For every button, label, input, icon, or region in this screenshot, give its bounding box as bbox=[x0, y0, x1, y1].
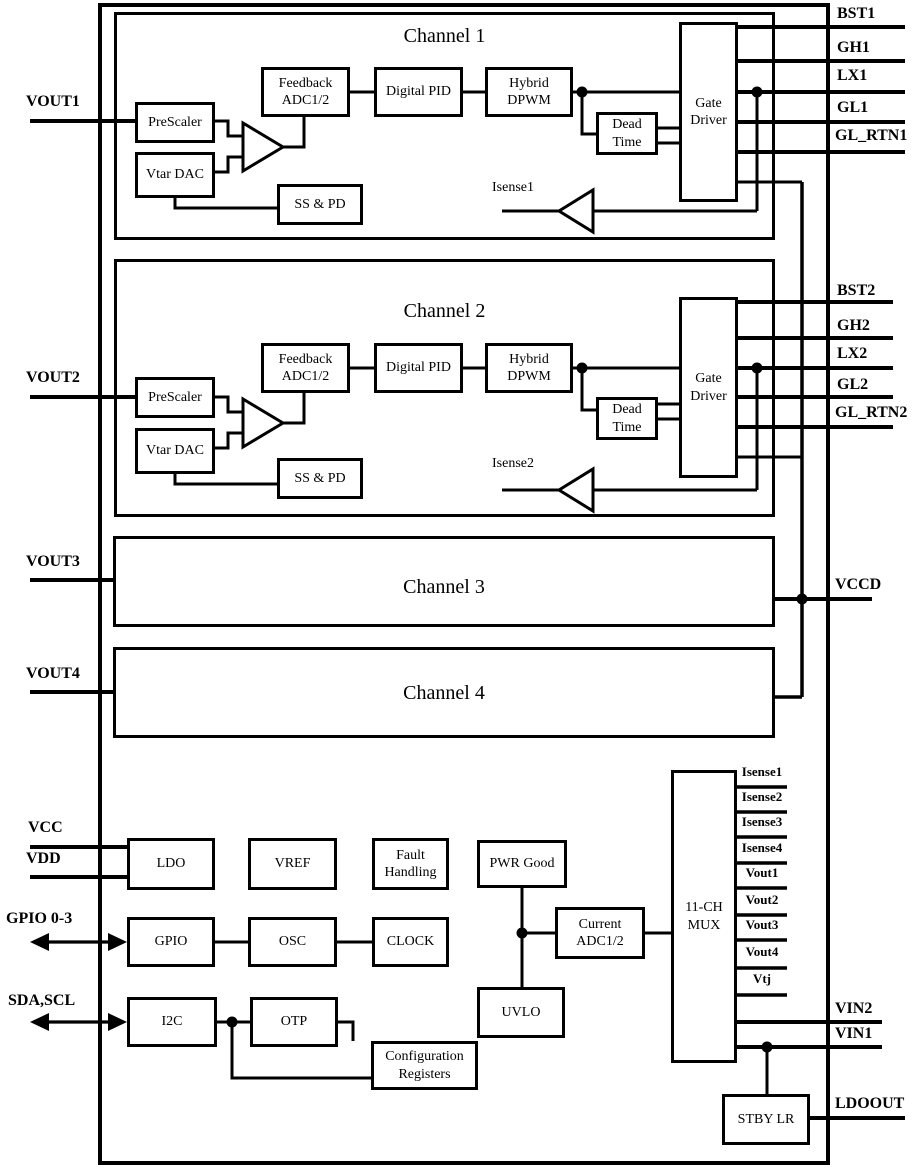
pin-label-vin1: VIN1 bbox=[835, 1025, 873, 1042]
i2c-arrow-left-head bbox=[30, 1013, 49, 1031]
block-uvlo: UVLO bbox=[477, 987, 565, 1038]
pin-label-gl2: GL2 bbox=[837, 376, 869, 393]
block-ldo: LDO bbox=[127, 838, 215, 890]
mux-input-stubs bbox=[737, 785, 787, 997]
channel4-title: Channel 4 bbox=[403, 682, 485, 704]
pin-label-gh1: GH1 bbox=[837, 39, 870, 56]
pin-wires bbox=[30, 25, 905, 1120]
block-dead-time-ch1: Dead Time bbox=[596, 112, 658, 155]
gpio-arrow-left-head bbox=[30, 933, 49, 951]
mux-input-vout1: Vout1 bbox=[745, 865, 779, 880]
block-mux: 11-CH MUX bbox=[671, 770, 737, 1063]
vccd-rail-wires bbox=[775, 182, 804, 699]
pin-label-vcc: VCC bbox=[28, 819, 63, 836]
block-digital-pid-ch2: Digital PID bbox=[374, 343, 463, 393]
pin-label-gl-rtn1: GL_RTN1 bbox=[835, 127, 908, 144]
pin-label-vin2: VIN2 bbox=[835, 1000, 873, 1017]
mux-input-vtj: Vtj bbox=[752, 971, 772, 986]
mux-input-isense3: Isense3 bbox=[741, 814, 783, 829]
error-amp-ch2 bbox=[241, 396, 286, 450]
block-osc: OSC bbox=[248, 917, 337, 967]
isense1-signal-label: Isense1 bbox=[492, 180, 534, 195]
block-prescaler-ch1: PreScaler bbox=[135, 102, 215, 143]
mux-input-isense2: Isense2 bbox=[741, 789, 783, 804]
gpio-arrow-right-head bbox=[108, 933, 127, 951]
pin-label-vccd: VCCD bbox=[835, 576, 882, 593]
mux-input-vout4: Vout4 bbox=[745, 944, 779, 959]
block-fault-handling: Fault Handling bbox=[372, 838, 449, 890]
block-current-adc: Current ADC1/2 bbox=[555, 907, 645, 959]
block-gate-driver-ch2: Gate Driver bbox=[679, 297, 738, 478]
channel1-frame bbox=[114, 12, 775, 240]
isense-amp-ch2 bbox=[556, 466, 595, 514]
channel2-title: Channel 2 bbox=[403, 300, 486, 322]
mux-input-vout3: Vout3 bbox=[745, 917, 779, 932]
isense2-signal-label: Isense2 bbox=[492, 456, 534, 471]
block-ss-pd-ch2: SS & PD bbox=[277, 458, 363, 499]
block-prescaler-ch2: PreScaler bbox=[135, 377, 215, 418]
pin-label-bst2: BST2 bbox=[837, 282, 876, 299]
pin-label-bst1: BST1 bbox=[837, 5, 876, 22]
block-feedback-adc-ch1: Feedback ADC1/2 bbox=[261, 67, 350, 117]
block-config-registers: Configuration Registers bbox=[371, 1041, 478, 1090]
isense-amp-ch1 bbox=[556, 187, 595, 235]
block-gate-driver-ch1: Gate Driver bbox=[679, 22, 738, 202]
block-hybrid-dpwm-ch2: Hybrid DPWM bbox=[485, 343, 573, 393]
channel3-frame bbox=[113, 536, 775, 627]
pin-label-vdd: VDD bbox=[26, 850, 61, 867]
channel2-frame bbox=[114, 259, 775, 517]
i2c-arrow-right-head bbox=[108, 1013, 127, 1031]
pin-label-vout3: VOUT3 bbox=[26, 553, 80, 570]
block-ss-pd-ch1: SS & PD bbox=[277, 184, 363, 225]
block-stby-lr: STBY LR bbox=[722, 1094, 810, 1145]
channel3-title: Channel 3 bbox=[403, 576, 485, 598]
mux-input-isense1: Isense1 bbox=[741, 764, 783, 779]
chip-outline bbox=[98, 3, 830, 1165]
pin-label-gl-rtn2: GL_RTN2 bbox=[835, 404, 908, 421]
pin-label-lx2: LX2 bbox=[837, 345, 868, 362]
error-amp-ch1 bbox=[241, 120, 286, 174]
block-dead-time-ch2: Dead Time bbox=[596, 397, 658, 440]
pin-label-vout4: VOUT4 bbox=[26, 665, 80, 682]
pin-label-gpio03: GPIO 0-3 bbox=[6, 910, 73, 927]
channel1-title: Channel 1 bbox=[403, 25, 486, 47]
mux-input-isense4: Isense4 bbox=[741, 840, 783, 855]
pin-label-vout1: VOUT1 bbox=[26, 93, 80, 110]
pin-label-ldoout: LDOOUT bbox=[835, 1095, 905, 1112]
block-pwr-good: PWR Good bbox=[477, 840, 567, 888]
pin-label-gh2: GH2 bbox=[837, 317, 870, 334]
pin-label-lx1: LX1 bbox=[837, 67, 868, 84]
block-clock: CLOCK bbox=[372, 917, 449, 967]
block-i2c: I2C bbox=[127, 997, 217, 1047]
block-digital-pid-ch1: Digital PID bbox=[374, 67, 463, 117]
pin-label-vout2: VOUT2 bbox=[26, 369, 80, 386]
block-otp: OTP bbox=[250, 997, 338, 1047]
pin-label-sda-scl: SDA,SCL bbox=[8, 992, 76, 1009]
block-vref: VREF bbox=[248, 838, 337, 890]
pin-label-gl1: GL1 bbox=[837, 99, 869, 116]
mux-input-vout2: Vout2 bbox=[745, 892, 779, 907]
channel2-wires bbox=[173, 366, 802, 492]
block-vtar-dac-ch1: Vtar DAC bbox=[135, 152, 215, 198]
channel4-frame bbox=[113, 647, 775, 738]
block-gpio: GPIO bbox=[127, 917, 215, 967]
block-vtar-dac-ch2: Vtar DAC bbox=[135, 428, 215, 474]
block-feedback-adc-ch2: Feedback ADC1/2 bbox=[261, 343, 350, 393]
block-hybrid-dpwm-ch1: Hybrid DPWM bbox=[485, 67, 573, 117]
channel1-wires bbox=[173, 90, 802, 213]
junction-dots bbox=[226, 86, 808, 1053]
